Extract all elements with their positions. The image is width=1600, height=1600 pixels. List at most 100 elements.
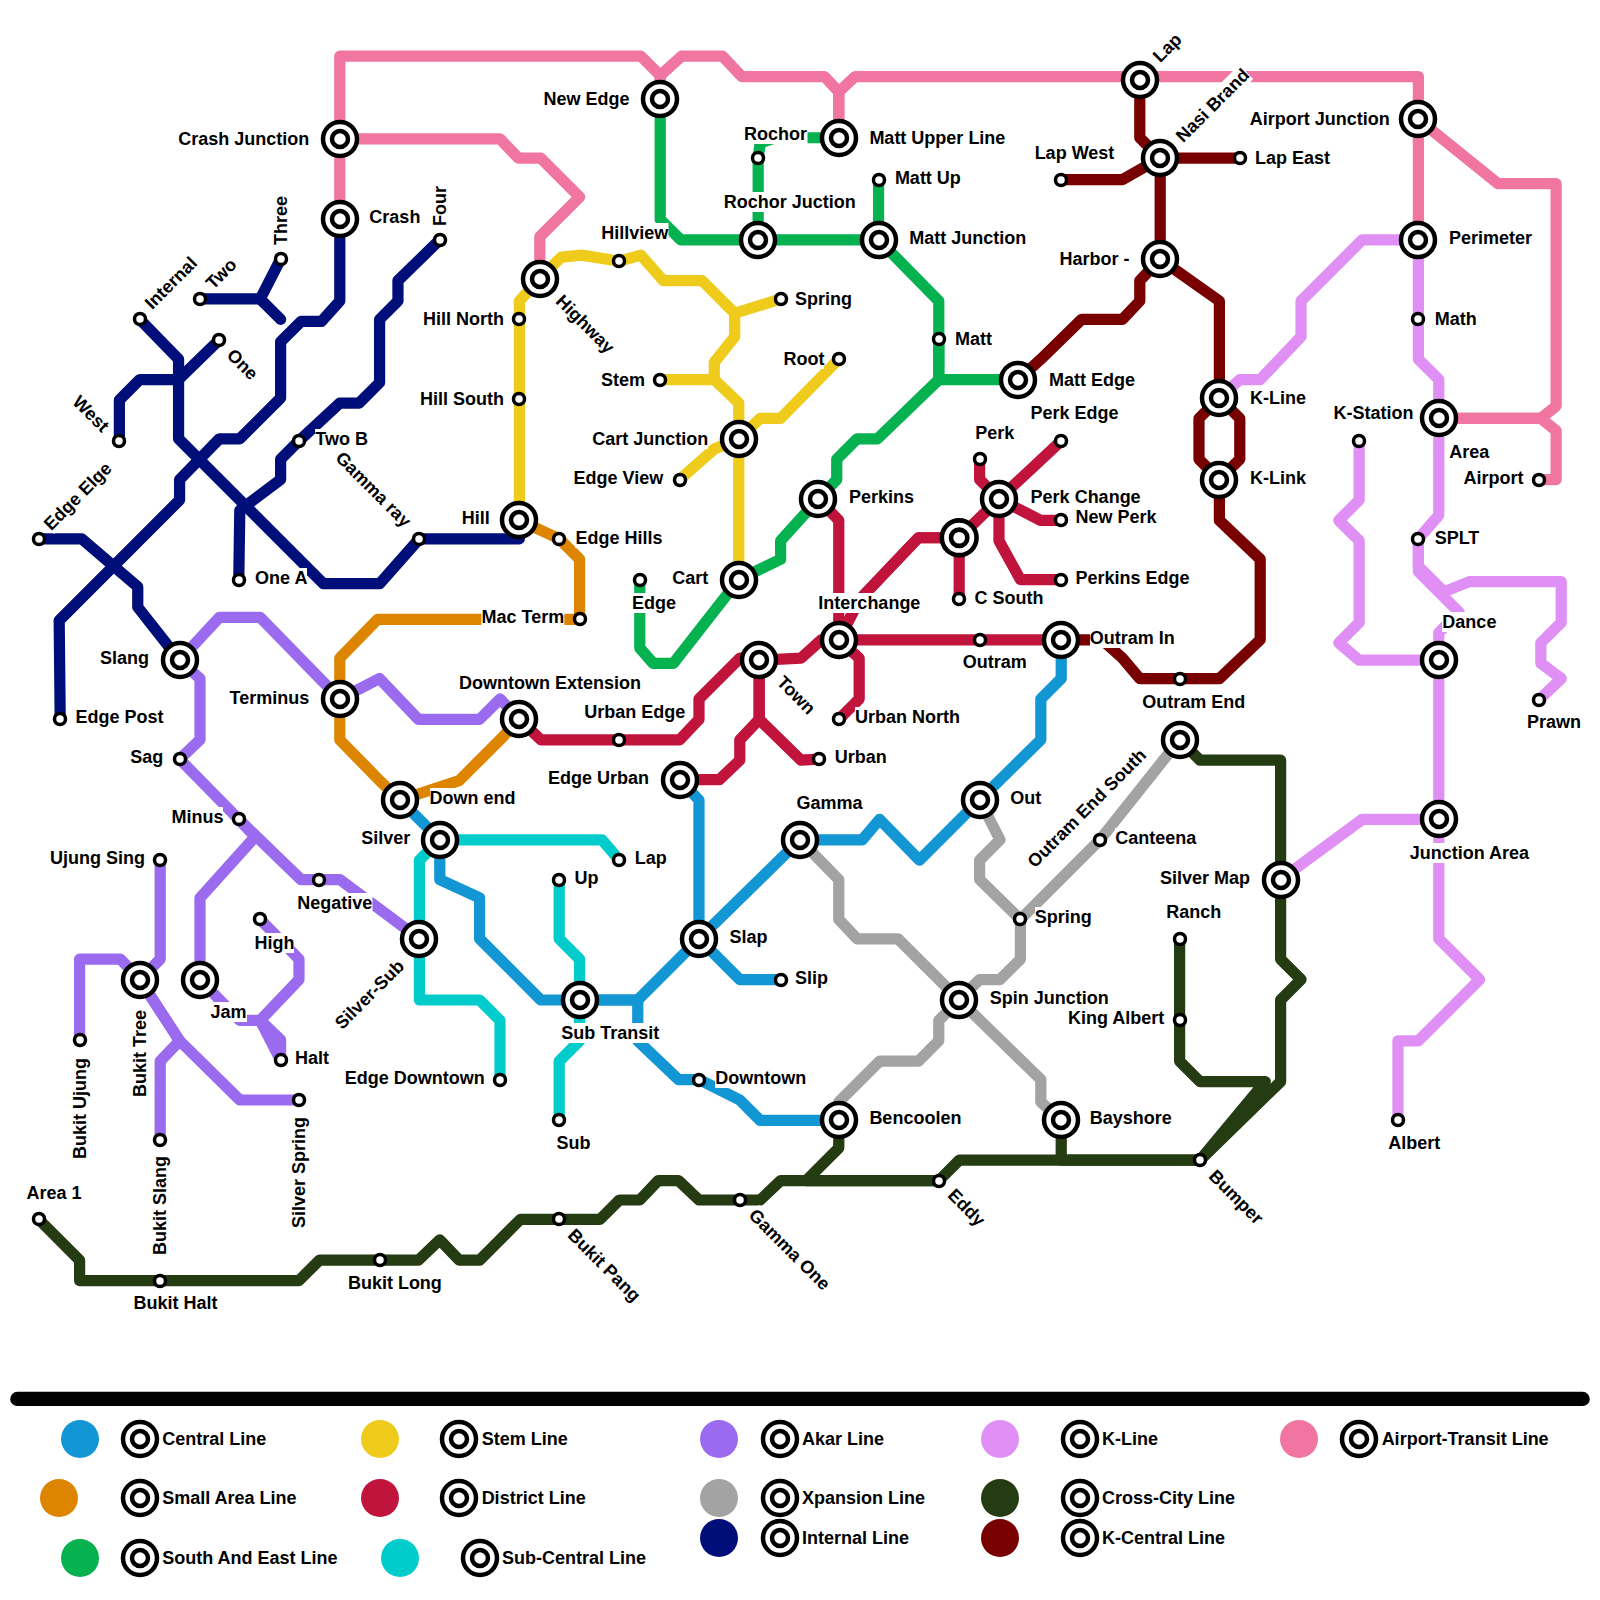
station-symbol [52,711,68,727]
interchange-station: Slap [679,919,719,959]
legend-text: Cross-City Line [1102,1488,1235,1508]
symbol-ring [574,614,585,625]
station: West [111,433,127,449]
station-symbol [1092,832,1108,848]
interchange-symbol [738,220,778,260]
interchange-station: Silver [420,820,460,860]
symbol-ring [933,1175,944,1186]
symbol-core [192,972,208,988]
legend-swatch [61,1420,99,1458]
interchange-station: Terminus [320,679,360,719]
station: Area 1 [31,1211,47,1227]
station-name: King Albert [1068,1008,1164,1028]
legend-swatch [700,1519,738,1557]
symbol-ring [523,262,557,296]
station-name: New Edge [544,89,630,109]
symbol-ring [514,393,525,404]
station-name: Downtown [715,1068,806,1088]
legend-station-symbol [439,1419,479,1459]
station-name: Slip [795,968,828,988]
symbol-core [1431,652,1447,668]
station: Halt [273,1052,289,1068]
station-name: Three [271,196,291,245]
interchange-station: Outram In [1041,620,1081,660]
symbol-ring [114,435,125,446]
station-symbol [1172,671,1188,687]
symbol-ring [1056,174,1067,185]
metro-line-segment [660,99,758,240]
station: Edge Elge [31,531,47,547]
station-name: Silver Map [1160,868,1250,888]
station: Perk [972,451,988,467]
symbol-ring [734,1195,745,1206]
station-name: Lap [635,848,667,868]
symbol-ring [833,354,844,365]
station-name: Crash [369,207,420,227]
station-name: Highway [552,291,618,357]
symbol-ring [822,1103,856,1137]
symbol-ring [554,1214,565,1225]
symbol-ring [1174,1015,1185,1026]
legend-swatch [1280,1420,1318,1458]
station-name: Perk Change [1031,487,1141,507]
station: Spring [773,291,789,307]
legend-text: Central Line [162,1429,266,1449]
legend-divider-bar [10,1392,1590,1406]
station-name: Halt [295,1048,329,1068]
station-name: Hillview [601,223,668,243]
station: Four [432,232,448,248]
legend-station-symbol [460,1538,500,1578]
station-name: Outram End [1142,692,1245,712]
symbol-ring [1174,933,1185,944]
symbol-ring [434,234,445,245]
symbol-ring [693,1074,704,1085]
station-name: Terminus [229,688,309,708]
interchange-station: Crash [320,199,360,239]
metro-line-segment [160,1260,379,1280]
symbol-ring [1533,695,1544,706]
station: Outram [972,632,988,648]
interchange-symbol [679,919,719,959]
station-symbol [72,1032,88,1048]
symbol-ring [1202,463,1236,497]
symbol-ring [1063,1422,1097,1456]
metro-line-segment [1180,480,1261,679]
station-name: Mac Term [482,607,565,627]
interchange-symbol [1419,799,1459,839]
symbol-core [831,632,847,648]
legend-text: Internal Line [802,1528,909,1548]
metro-line-segment [839,499,999,640]
station: Edge View [672,472,688,488]
station-name: Dance [1442,612,1496,632]
interchange-station: K-Line [1199,378,1239,418]
station-name: Bumper [1205,1166,1267,1228]
symbol-core [1132,72,1148,88]
station-name: Matt Upper Line [869,128,1005,148]
interchange-station: Hill [499,500,539,540]
station-name: Bukit Halt [133,1293,217,1313]
legend-text: Small Area Line [162,1488,296,1508]
symbol-core [451,1490,467,1506]
interchange-symbol [499,699,539,739]
station-symbol [1410,531,1426,547]
station-symbol [1232,150,1248,166]
station-name: Urban [835,747,887,767]
station-symbol [652,372,668,388]
station-symbol [1390,1112,1406,1128]
legend-station-symbol [760,1419,800,1459]
station-name: Gamma One [745,1205,834,1294]
legend-station-symbol [120,1478,160,1518]
station-name: Bukit Long [348,1273,442,1293]
station-name: Perk [975,423,1014,443]
interchange-station: Bayshore [1041,1100,1081,1140]
station-name: Sub Transit [561,1023,659,1043]
symbol-core [772,1431,788,1447]
interchange-station: Cart [719,560,759,600]
station-symbol [1053,512,1069,528]
symbol-ring [741,223,775,257]
station: Up [551,872,567,888]
symbol-ring [554,874,565,885]
station-name: Edge Hills [575,528,662,548]
interchange-station: Matt Upper Line [819,118,859,158]
interchange-symbol [719,560,759,600]
